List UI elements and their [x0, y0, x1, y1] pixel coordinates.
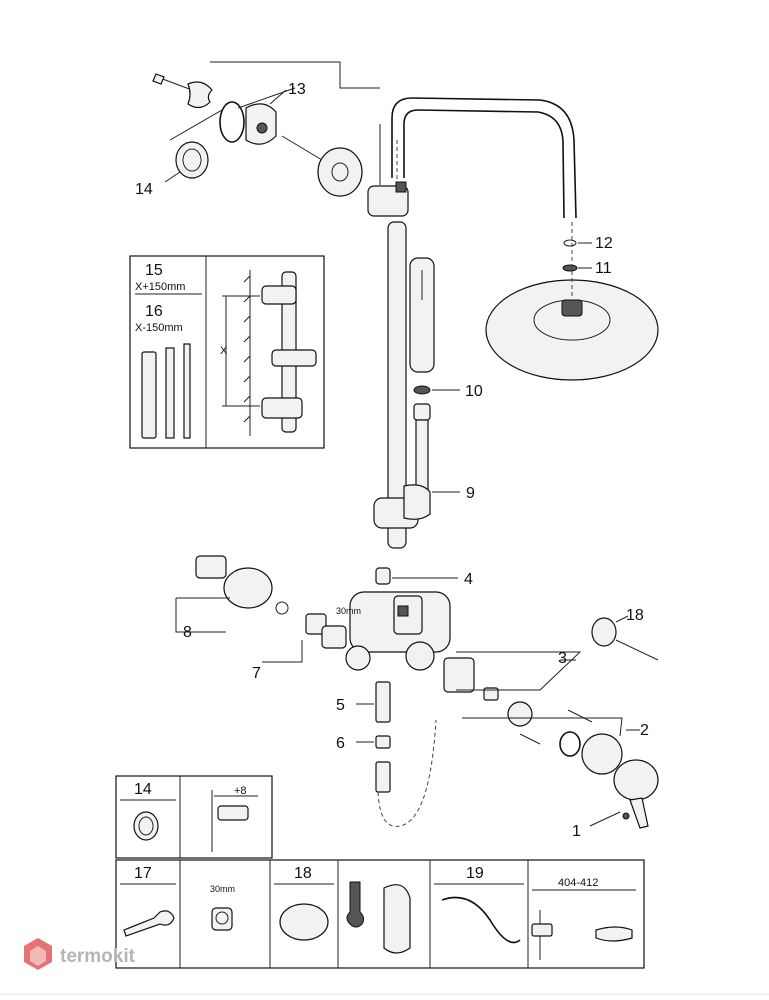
table-reach: 404-412 — [558, 877, 598, 889]
callout-18: 18 — [626, 607, 644, 624]
hand-shower: 10 9 — [373, 257, 483, 529]
table-19-number: 19 — [466, 865, 484, 882]
table-18-number: 18 — [294, 865, 312, 882]
inset-16-number: 16 — [145, 303, 163, 320]
table-14-number: 14 — [134, 781, 152, 798]
table-wrench-size: 30mm — [210, 884, 235, 894]
callout-6: 6 — [336, 735, 345, 752]
callout-11: 11 — [595, 260, 612, 277]
watermark: termokit — [24, 938, 136, 970]
callout-3: 3 — [558, 650, 567, 667]
callout-10: 10 — [465, 383, 483, 400]
watermark-text: termokit — [60, 946, 136, 967]
right-cartridge: 3 2 1 18 — [443, 607, 659, 840]
nut-size-label: 30mm — [336, 606, 361, 616]
inset-dimension-x: X — [220, 345, 228, 357]
callout-8: 8 — [183, 624, 192, 641]
bottom-reference-table: 14 +8 17 30mm 18 19 404-412 — [115, 775, 645, 969]
callout-14: 14 — [135, 181, 153, 198]
callout-7: 7 — [252, 665, 261, 682]
callout-5: 5 — [336, 697, 345, 714]
inset-15-number: 15 — [145, 262, 163, 279]
thermostat-mixer: 4 5 6 — [336, 567, 473, 827]
callout-2: 2 — [640, 722, 649, 739]
left-connector: 30mm 8 7 — [175, 555, 361, 682]
head-shower: 12 11 — [485, 222, 659, 381]
callout-12: 12 — [595, 235, 613, 252]
extension-inset: 15 X+150mm 16 X-150mm X — [129, 255, 325, 449]
callout-4: 4 — [464, 571, 473, 588]
callout-9: 9 — [466, 485, 475, 502]
table-offset: +8 — [234, 785, 247, 797]
inset-16-length: X-150mm — [135, 322, 183, 334]
callout-13: 13 — [288, 81, 306, 98]
table-17-number: 17 — [134, 865, 152, 882]
shower-riser — [367, 97, 577, 549]
wall-bracket-assembly: 13 14 — [135, 61, 381, 198]
callout-1: 1 — [572, 823, 581, 840]
inset-15-length: X+150mm — [135, 281, 185, 293]
